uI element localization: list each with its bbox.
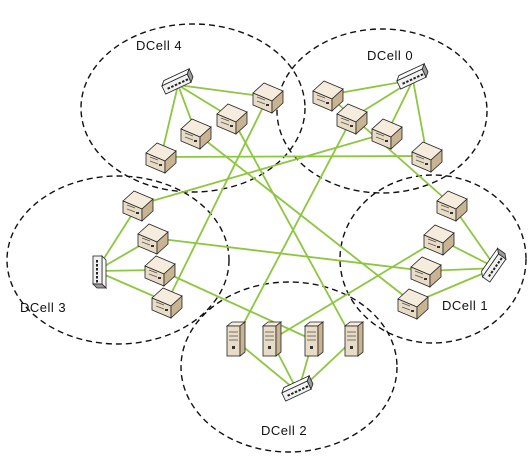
dcell0-label: DCell 0 (367, 48, 413, 63)
dcell3-server-3-icon (151, 287, 183, 319)
dcell4-server-2-icon (216, 103, 248, 135)
cell-labels: DCell 4 DCell 0 DCell 3 DCell 1 DCell 2 (20, 38, 488, 438)
dcell1-server-3-icon (397, 288, 429, 320)
dcell1-server-2-icon (410, 256, 442, 288)
inter-cell-link-3-4 (166, 96, 269, 303)
dcell1-boundary (339, 174, 527, 344)
dcell3-boundary (6, 175, 230, 345)
network-devices (92, 62, 507, 402)
dcell4-label: DCell 4 (136, 38, 182, 53)
dcell0-boundary (276, 28, 488, 194)
inter-cell-link-1-4 (195, 132, 414, 304)
inter-cell-link-1-2 (270, 238, 440, 341)
dcell4-server-0-icon (145, 142, 177, 174)
dcell4-switch-link-0 (160, 84, 179, 158)
inter-cell-link-2-3 (159, 269, 314, 341)
dcell2-boundary (180, 281, 398, 453)
dcell0-server-3-icon (411, 141, 443, 173)
dcell1-switch-icon (481, 247, 507, 283)
dcell1-label: DCell 1 (442, 298, 488, 313)
dcell2-label: DCell 2 (261, 423, 307, 438)
dcell4-server-3-icon (252, 82, 284, 114)
inter-cell-link-1-3 (152, 237, 427, 272)
dcell3-switch-icon (92, 255, 107, 289)
dcell0-server-0-icon (312, 80, 344, 112)
dcell0-switch-icon (396, 62, 429, 90)
dcell1-server-1-icon (423, 224, 455, 256)
dcell1-server-0-icon (436, 190, 468, 222)
inter-cell-link-0-4 (160, 155, 428, 158)
dcell0-server-1-icon (336, 103, 368, 135)
dcell4-server-1-icon (180, 118, 212, 150)
dcell3-server-1-icon (137, 223, 169, 255)
dcell3-server-0-icon (122, 190, 154, 222)
dcell2-switch-link-0 (234, 339, 299, 393)
cell-boundaries (6, 23, 527, 453)
dcell4-boundary (80, 23, 306, 193)
inter-cell-link-2-4 (231, 117, 354, 341)
dcell2-server-3-icon (343, 321, 365, 357)
dcell2-server-2-icon (303, 321, 325, 357)
dcell0-server-2-icon (371, 118, 403, 150)
dcell4-switch-icon (161, 67, 194, 95)
dcell3-server-2-icon (144, 255, 176, 287)
dcell2-switch-icon (281, 374, 314, 402)
dcell3-label: DCell 3 (20, 300, 66, 315)
inter-cell-link-0-3 (137, 132, 388, 206)
dcell2-server-1-icon (261, 321, 283, 357)
dcell2-server-0-icon (225, 321, 247, 357)
